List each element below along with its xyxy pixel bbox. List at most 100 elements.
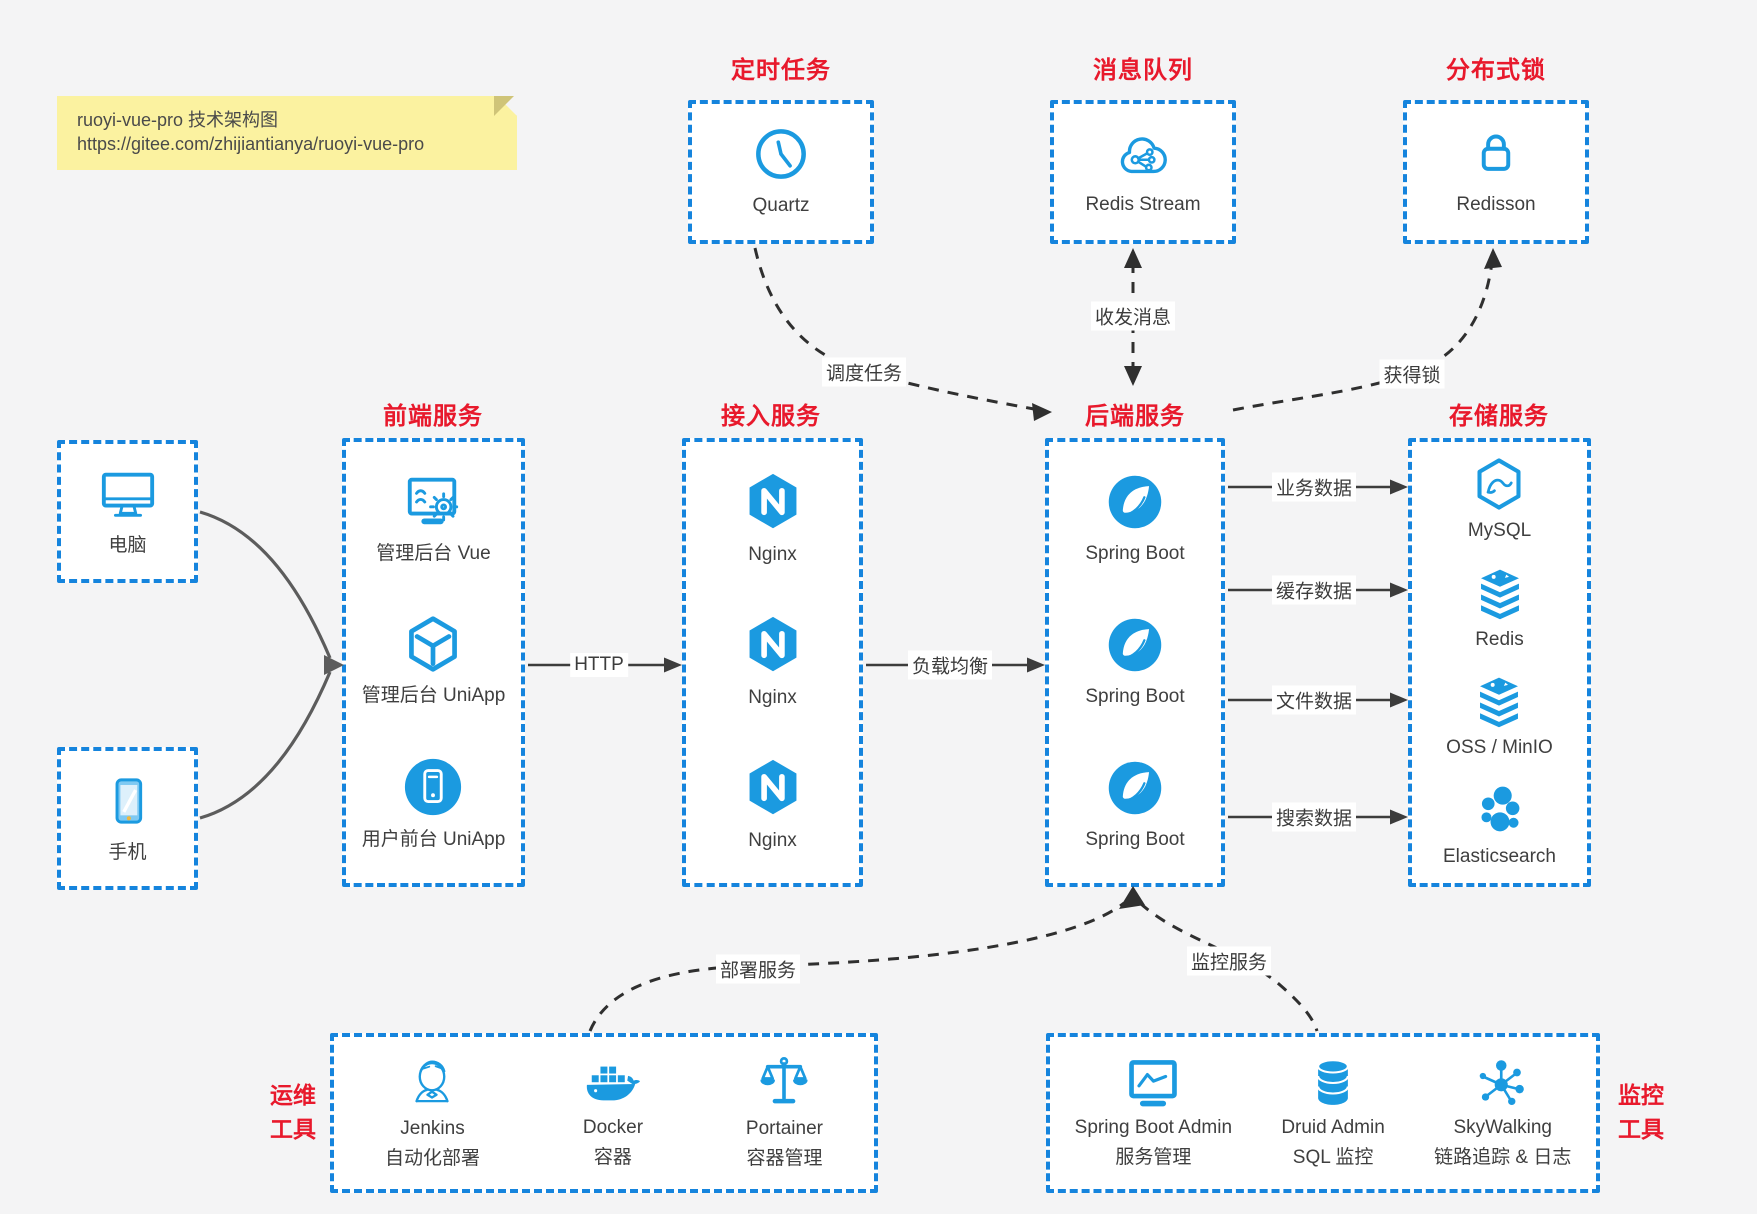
frontend-item-vue: 管理后台 Vue — [376, 472, 491, 567]
item-label: Nginx — [748, 830, 797, 851]
item-label: Spring Boot — [1085, 829, 1185, 850]
storage-item-es: Elasticsearch — [1443, 783, 1556, 870]
item-label: 手机 — [108, 841, 147, 863]
clock-icon — [756, 129, 806, 179]
edge-label-load-balance: 负载均衡 — [907, 650, 993, 680]
item-label: Nginx — [748, 544, 797, 565]
nginx-icon — [749, 616, 796, 672]
edge-label-search-data: 搜索数据 — [1271, 802, 1357, 832]
backend-item: Spring Boot — [1085, 758, 1185, 853]
box-redisson: Redisson — [1403, 100, 1589, 244]
edge-label-biz-data: 业务数据 — [1271, 472, 1357, 502]
deploy-curve — [588, 901, 1125, 1032]
phone-to-frontend-curve — [199, 671, 332, 820]
skywalking-icon — [1479, 1060, 1524, 1106]
edge-label-deploy: 部署服务 — [715, 954, 801, 984]
spring-boot-admin-icon — [1129, 1060, 1178, 1107]
backend-item: Spring Boot — [1085, 615, 1185, 710]
edge-label-acquire-lock: 获得锁 — [1379, 359, 1445, 389]
frontend-item-uniapp-admin: 管理后台 UniApp — [361, 614, 506, 709]
item-label: Jenkins — [400, 1118, 465, 1139]
cloud-share-icon — [1120, 137, 1167, 174]
box-gateway: Nginx Nginx Nginx — [682, 438, 863, 887]
backend-item: Spring Boot — [1085, 472, 1185, 567]
title-backend: 后端服务 — [1085, 403, 1185, 430]
spring-icon — [1108, 475, 1162, 529]
item-label: Quartz — [752, 195, 810, 216]
monitor-item-druid: Druid Admin SQL 监控 — [1281, 1055, 1385, 1171]
item-label: Spring Boot — [1085, 686, 1185, 707]
ops-side-label: 运维 工具 — [270, 1082, 316, 1142]
item-label: Portainer — [745, 1118, 823, 1139]
portainer-icon — [760, 1056, 808, 1104]
arrowhead — [324, 655, 344, 675]
item-label: Docker — [582, 1117, 644, 1138]
desktop-icon — [101, 472, 154, 517]
gateway-item: Nginx — [743, 757, 803, 854]
nginx-icon — [749, 473, 796, 529]
box-monitor-tools: Spring Boot Admin 服务管理 Druid Admin SQL 监… — [1046, 1033, 1600, 1193]
spring-icon — [1108, 761, 1162, 815]
box-storage: MySQL Redis — [1408, 438, 1591, 887]
edge-label-monitoring: 监控服务 — [1186, 946, 1272, 976]
ops-item-docker: Docker 容器 — [582, 1055, 644, 1171]
box-phone: 手机 — [57, 747, 198, 890]
title-gateway: 接入服务 — [721, 403, 821, 430]
nginx-icon — [749, 759, 796, 815]
item-sublabel: SQL 监控 — [1292, 1147, 1374, 1168]
item-label: Spring Boot Admin — [1074, 1117, 1233, 1138]
mysql-icon — [1477, 458, 1522, 510]
pc-to-frontend-curve — [199, 510, 332, 659]
item-label: SkyWalking — [1453, 1117, 1552, 1138]
item-label: MySQL — [1467, 519, 1532, 541]
item-sublabel: 容器 — [593, 1147, 632, 1168]
storage-item-redis: Redis — [1471, 566, 1529, 653]
item-sublabel: 链路追踪 & 日志 — [1434, 1147, 1572, 1168]
item-label: Spring Boot — [1085, 543, 1185, 564]
edge-label-file-data: 文件数据 — [1271, 685, 1357, 715]
ops-item-portainer: Portainer 容器管理 — [746, 1054, 823, 1172]
mobile-app-circle-icon — [405, 759, 462, 816]
druid-db-icon — [1317, 1059, 1349, 1105]
item-sublabel: 服务管理 — [1115, 1147, 1192, 1168]
item-label: Nginx — [748, 687, 797, 708]
box-backend: Spring Boot Spring Boot Spring Boot — [1045, 438, 1225, 887]
gateway-item: Nginx — [743, 614, 803, 711]
box-redis-stream: Redis Stream — [1050, 100, 1236, 244]
monitor-side-label: 监控 工具 — [1618, 1082, 1664, 1142]
spring-icon — [1108, 618, 1162, 672]
item-label: Redis Stream — [1085, 194, 1201, 215]
monitor-item-sba: Spring Boot Admin 服务管理 — [1075, 1055, 1232, 1171]
frontend-item-uniapp-user: 用户前台 UniApp — [362, 756, 505, 853]
acquire-lock-curve — [1232, 261, 1494, 412]
device-arrows — [199, 510, 332, 820]
edge-label-http: HTTP — [570, 653, 628, 677]
lock-icon — [1481, 134, 1511, 171]
smartphone-icon — [115, 777, 142, 824]
admin-screen-gear-icon — [408, 477, 459, 524]
box-pc: 电脑 — [57, 440, 198, 583]
edge-label-messaging: 收发消息 — [1090, 301, 1176, 331]
note-fold-corner — [494, 96, 514, 116]
storage-item-mysql: MySQL — [1468, 455, 1531, 544]
storage-item-oss: OSS / MinIO — [1446, 674, 1553, 761]
title-scheduler: 定时任务 — [731, 57, 831, 84]
item-label: Redis — [1475, 628, 1524, 650]
redis-stack-icon — [1480, 569, 1519, 619]
redis-stack-icon — [1480, 677, 1519, 728]
title-frontend: 前端服务 — [383, 403, 483, 430]
item-label: 管理后台 UniApp — [361, 684, 506, 706]
title-mq: 消息队列 — [1093, 57, 1193, 84]
item-label: 管理后台 Vue — [376, 542, 491, 564]
edge-label-cache-data: 缓存数据 — [1271, 575, 1357, 605]
ops-item-jenkins: Jenkins 自动化部署 — [385, 1054, 480, 1172]
box-ops-tools: Jenkins 自动化部署 Docker 容器 — [330, 1033, 878, 1193]
uniapp-cube-icon — [409, 616, 458, 672]
docker-icon — [586, 1066, 640, 1101]
box-frontend: 管理后台 Vue 管理后台 UniApp 用户前台 UniApp — [342, 438, 525, 887]
monitor-item-skywalking: SkyWalking 链路追踪 & 日志 — [1434, 1055, 1571, 1171]
title-storage: 存储服务 — [1449, 403, 1549, 430]
note-url: https://gitee.com/zhijiantianya/ruoyi-vu… — [77, 134, 425, 154]
edge-label-schedule: 调度任务 — [821, 357, 907, 387]
